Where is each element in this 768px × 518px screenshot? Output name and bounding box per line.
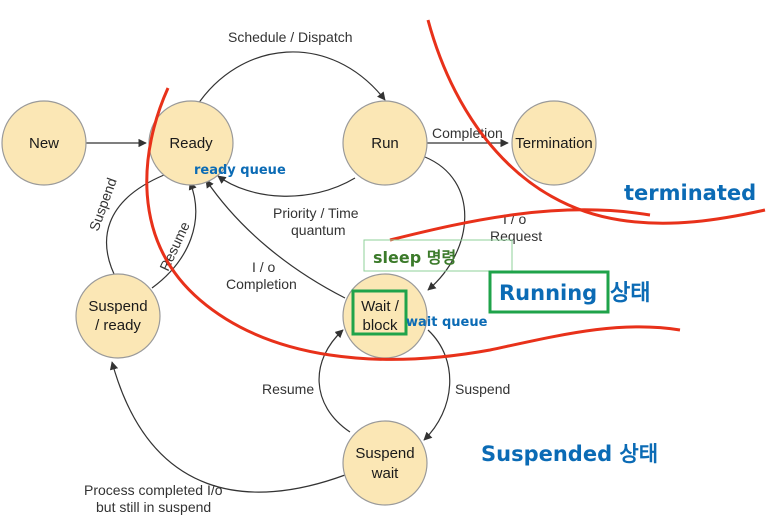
ready-queue-label: ready queue — [194, 163, 286, 178]
label-priority-line2: quantum — [291, 222, 345, 238]
label-ready: Ready — [169, 135, 213, 152]
edge-schedule-dispatch — [195, 51, 386, 108]
label-schedule-dispatch: Schedule / Dispatch — [228, 29, 353, 45]
highlight-boxes — [351, 239, 610, 336]
label-resume-bottom: Resume — [262, 381, 314, 397]
running-word: Running — [499, 281, 597, 305]
label-completion: Completion — [432, 125, 503, 141]
edge-suspend-wait-to-wait-resume — [318, 329, 351, 433]
label-io-completion-line2: Completion — [226, 276, 297, 292]
label-process-completed-line2: but still in suspend — [96, 499, 211, 515]
edge-run-to-ready-priority — [217, 175, 356, 197]
annotations: ready queue wait queue sleep 명령 Running … — [194, 163, 756, 466]
label-wait-block-line2: block — [362, 317, 398, 334]
state-suspend-ready — [75, 273, 161, 359]
state-new — [1, 100, 87, 186]
label-termination: Termination — [515, 135, 593, 152]
label-suspend-wait-line1: Suspend — [355, 445, 414, 462]
label-suspend-wait-line2: wait — [371, 465, 400, 482]
suspended-state-label: Suspended 상태 — [481, 442, 658, 466]
sleep-command-box — [363, 239, 513, 272]
label-io-completion-line1: I / o — [252, 259, 276, 275]
label-wait-block-line1: Wait / — [361, 298, 400, 315]
transition-edges — [86, 51, 509, 493]
edge-wait-to-suspend-wait — [423, 329, 451, 441]
label-process-completed-line1: Process completed I/o — [84, 482, 223, 498]
label-run: Run — [371, 135, 399, 152]
wait-block-box — [351, 289, 408, 336]
label-new: New — [29, 135, 59, 152]
red-curve-running — [145, 87, 681, 361]
label-priority-line1: Priority / Time — [273, 205, 359, 221]
running-word-box — [488, 270, 610, 314]
state-suspend-wait — [342, 420, 428, 506]
label-suspend-bottom: Suspend — [455, 381, 510, 397]
state-labels: New Ready Run Termination Suspend / read… — [29, 135, 593, 482]
region-curves — [145, 19, 766, 361]
label-io-request-line2: Request — [490, 228, 542, 244]
red-curve-upper — [389, 208, 651, 242]
wait-queue-label: wait queue — [406, 315, 488, 330]
edge-run-to-wait-io-request — [424, 156, 466, 291]
label-suspend-ready-line1: Suspend — [88, 298, 147, 315]
edge-wait-to-ready-io-completion — [205, 179, 346, 299]
red-curve-terminated — [426, 19, 766, 225]
label-suspend-ready-line2: / ready — [95, 317, 141, 334]
running-state-suffix: 상태 — [610, 281, 650, 306]
label-suspend-left: Suspend — [86, 176, 120, 233]
terminated-label: terminated — [624, 181, 756, 205]
edge-suspend-wait-to-suspend-ready — [109, 361, 346, 493]
state-termination — [511, 100, 597, 186]
state-run — [342, 100, 428, 186]
sleep-command-label: sleep 명령 — [373, 248, 456, 267]
transition-labels: Schedule / Dispatch Completion Priority … — [84, 29, 542, 515]
edge-suspend-ready-to-ready — [151, 181, 197, 289]
